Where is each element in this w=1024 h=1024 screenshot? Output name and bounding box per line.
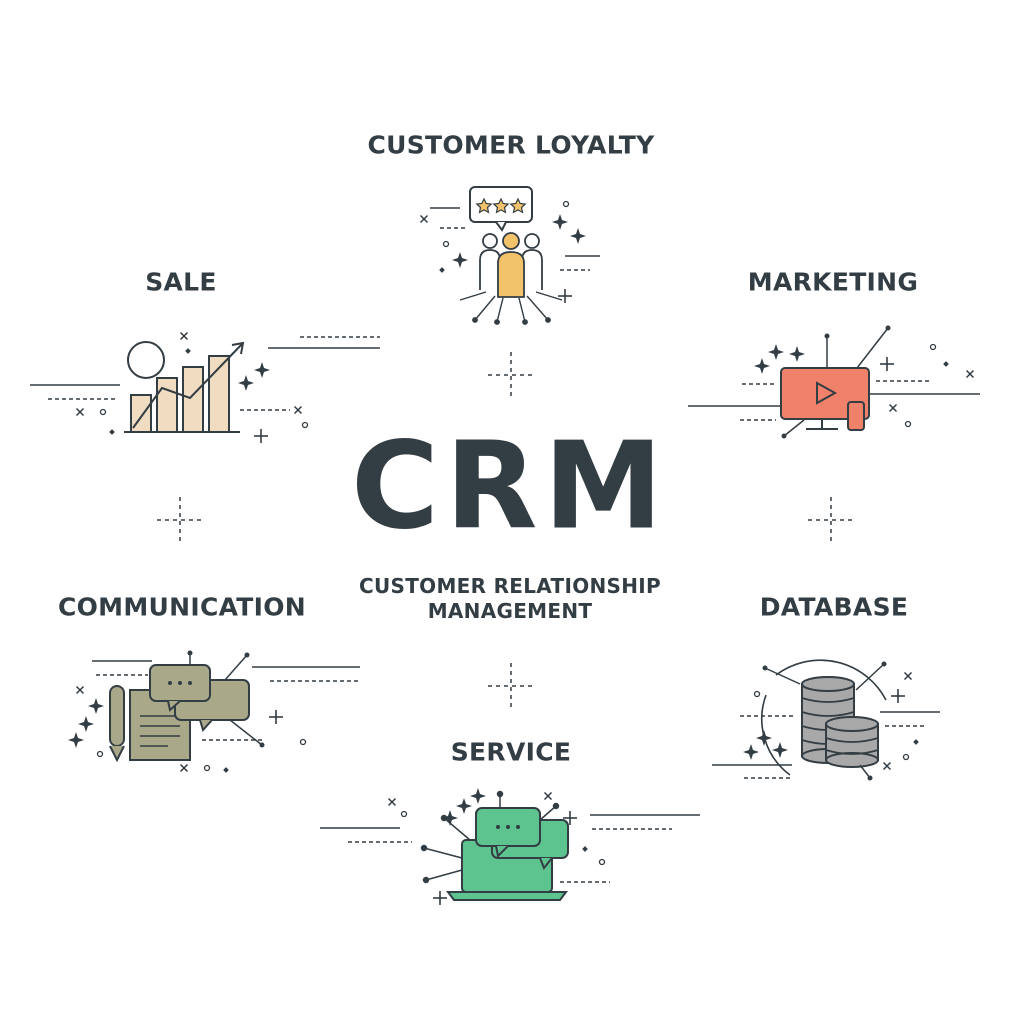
sales-chart-icon: [30, 331, 380, 444]
label-customer-loyalty: CUSTOMER LOYALTY: [367, 130, 655, 160]
database-stack-icon: [712, 659, 940, 781]
label-marketing: MARKETING: [747, 267, 919, 297]
crm-subtitle: CUSTOMER RELATIONSHIP MANAGEMENT: [359, 574, 661, 624]
crm-subtitle-line1: CUSTOMER RELATIONSHIP: [359, 574, 661, 598]
service-laptop-icon: [320, 788, 700, 906]
label-database: DATABASE: [759, 592, 909, 622]
crm-title: CRM: [351, 417, 669, 557]
loyalty-people-icon: [419, 186, 600, 325]
crm-subtitle-line2: MANAGEMENT: [427, 599, 593, 623]
label-service: SERVICE: [450, 737, 572, 767]
label-sale: SALE: [145, 267, 217, 297]
label-communication: COMMUNICATION: [57, 592, 307, 622]
communication-chat-icon: [68, 650, 360, 773]
marketing-video-icon: [688, 325, 980, 439]
